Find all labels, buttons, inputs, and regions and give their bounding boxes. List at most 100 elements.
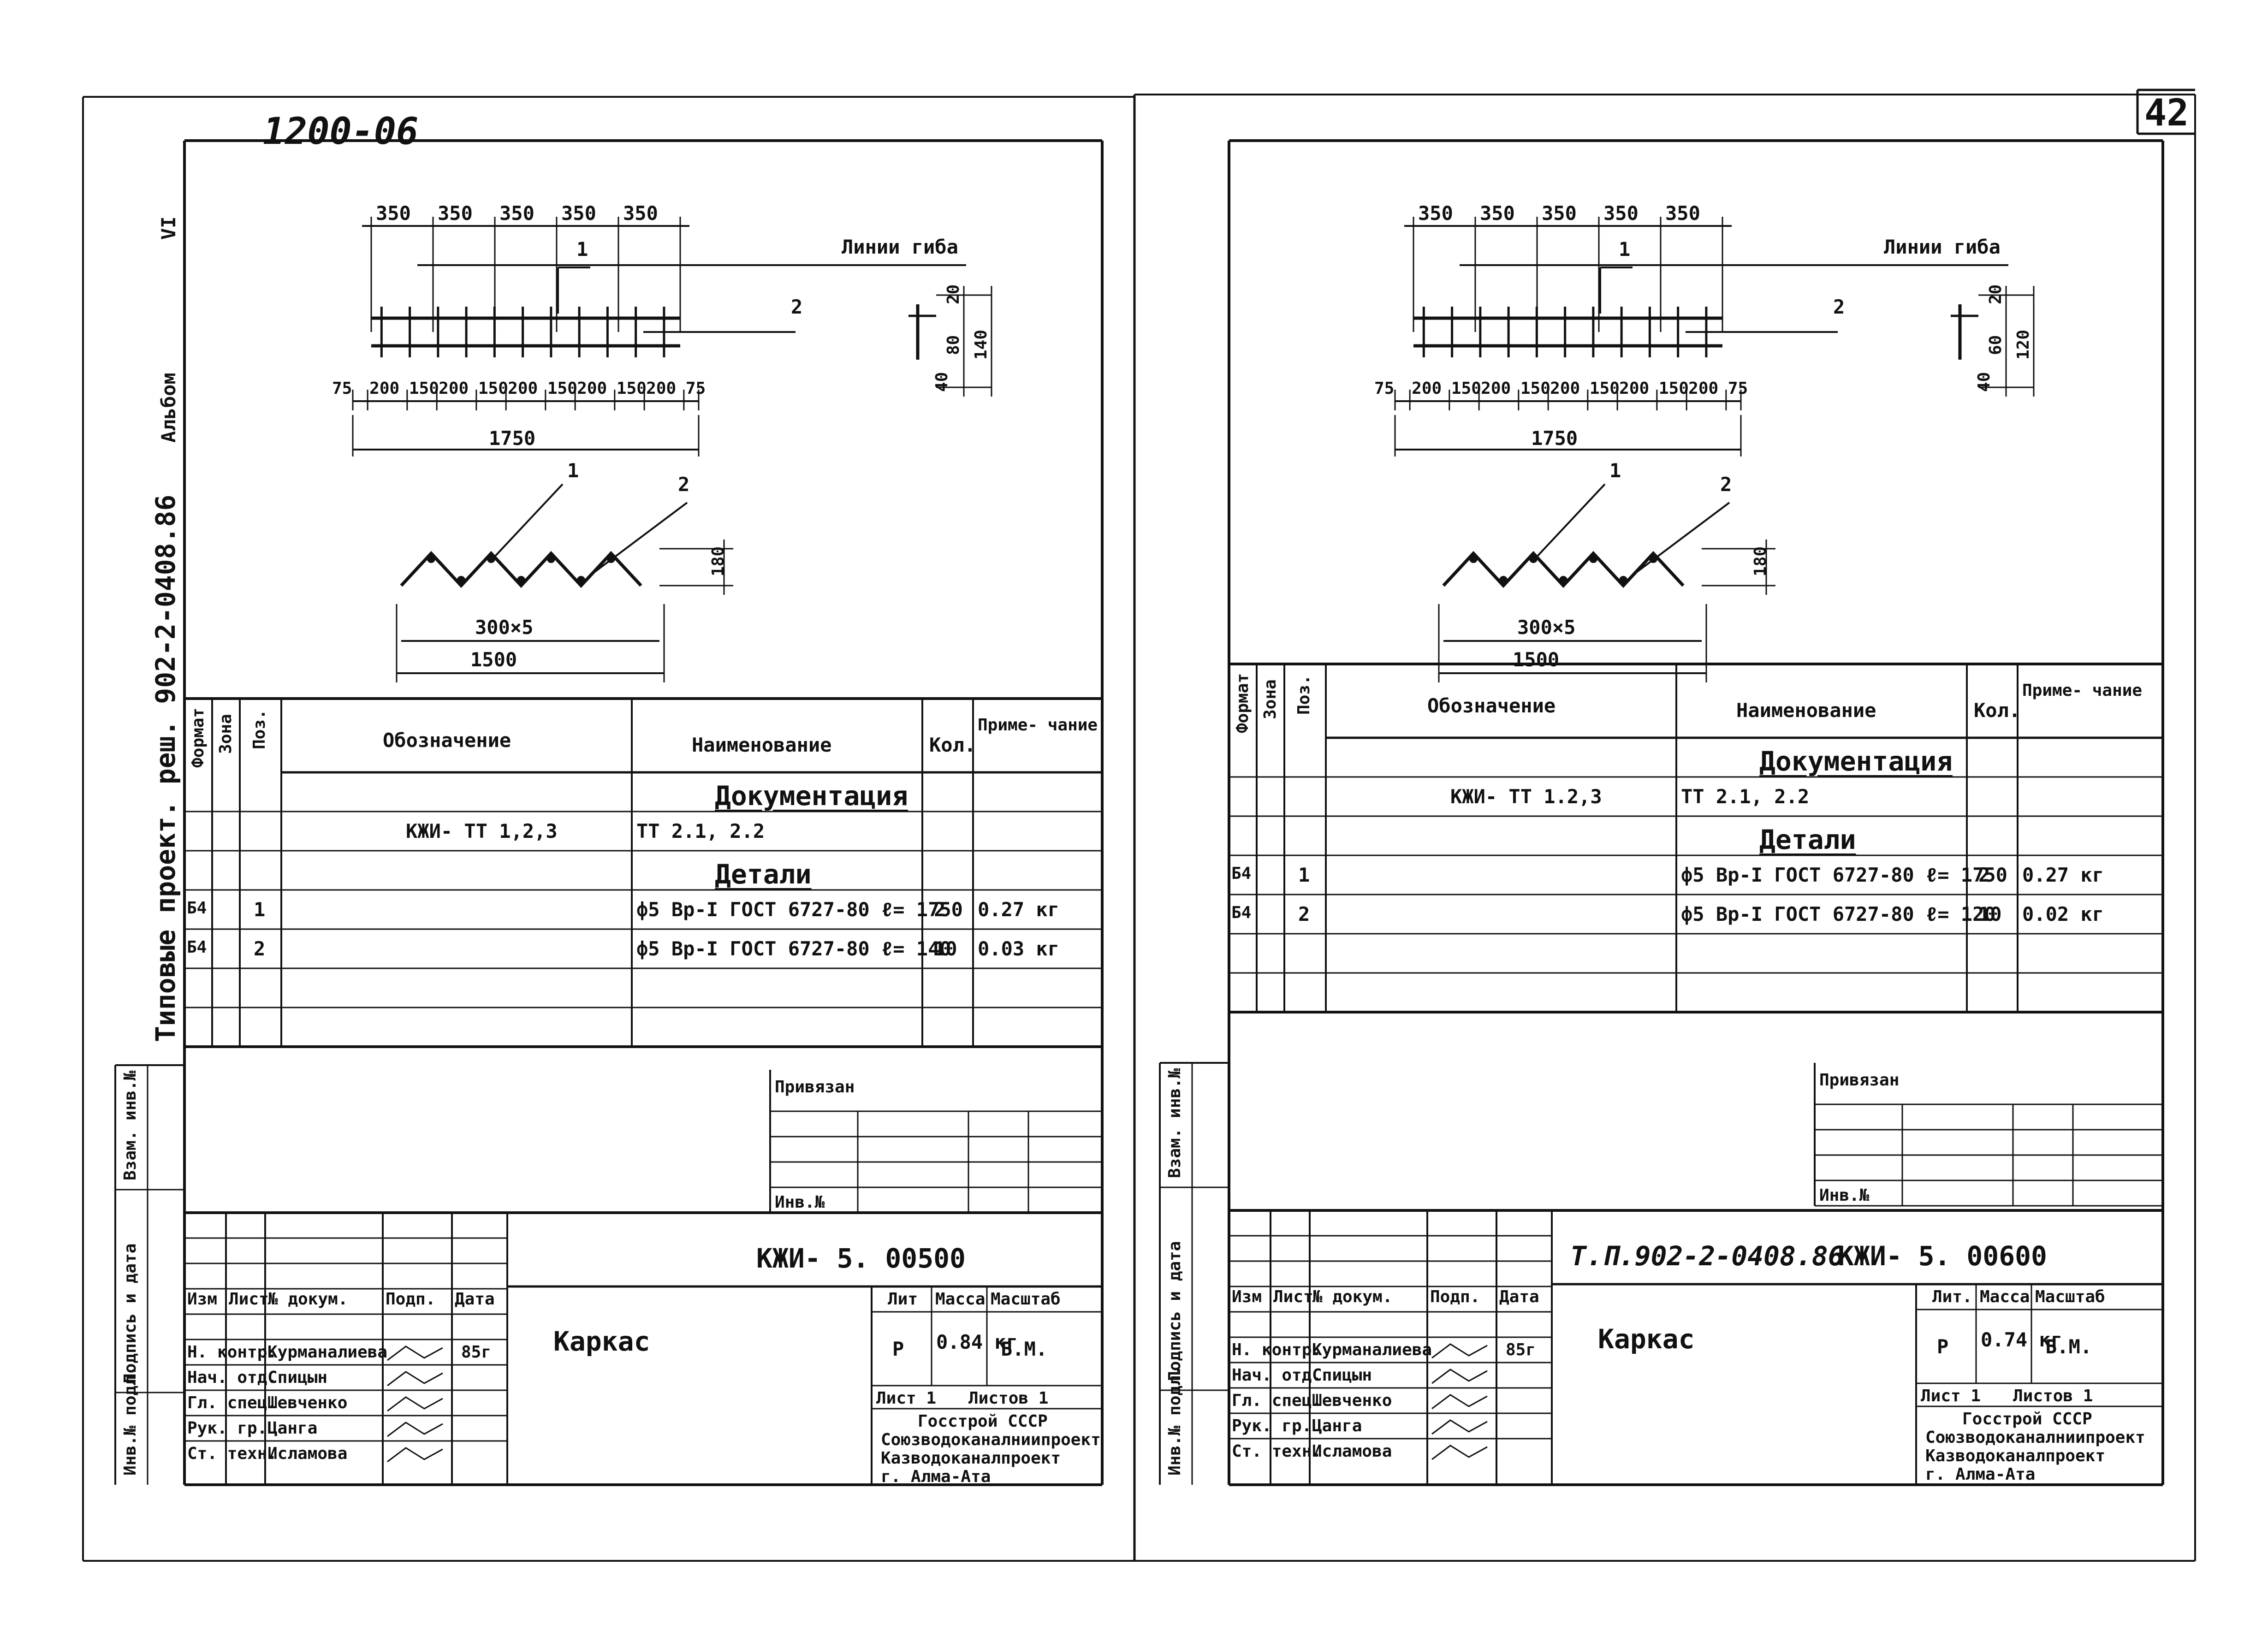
title-header-3: Подп. — [1430, 1287, 1480, 1306]
row-note: 0.03 кг — [978, 937, 1060, 960]
bar-dot — [577, 576, 585, 584]
mass-header: Масса — [1980, 1287, 2030, 1306]
side-series-label: Типовые проект. реш. 902-2-0408.86 — [150, 494, 181, 1042]
header-pos: Поз. — [250, 709, 269, 749]
title-name: Каркас — [1598, 1323, 1695, 1355]
header-format: Формат — [189, 707, 208, 768]
bottom-dim-3: 200 — [1481, 379, 1511, 398]
staff-name-2: Шевченко — [267, 1393, 348, 1412]
top-dim-3: 350 — [561, 202, 596, 225]
signature-scribble — [1431, 1394, 1488, 1410]
signature-scribble — [387, 1371, 443, 1387]
staff-role-0: Н. контр. — [187, 1343, 278, 1362]
bottom-dim-9: 200 — [646, 379, 677, 398]
row-qty: 2 — [1978, 864, 1990, 886]
bottom-dim-10: 75 — [685, 379, 706, 398]
callout-leader — [1636, 502, 1730, 573]
signature-scribble — [1431, 1419, 1488, 1435]
staff-role-3: Рук. гр. — [1232, 1417, 1312, 1435]
profile-callout-1: 1 — [1609, 459, 1621, 482]
side-album-number: VI — [157, 216, 180, 240]
bottom-dim-4: 150 — [478, 379, 508, 398]
title-header-1: Лист — [1273, 1287, 1313, 1306]
org-line-1: Союзводоканалниипроект — [1925, 1428, 2145, 1447]
row-name: ф5 Вр-I ГОСТ 6727-80 ℓ= 1750 — [636, 898, 963, 921]
staff-name-1: Спицын — [1312, 1366, 1372, 1385]
bottom-dim-8: 150 — [1658, 379, 1689, 398]
bar-dot — [1529, 555, 1538, 563]
row-designation: КЖИ- ТТ 1.2,3 — [1450, 785, 1602, 808]
profile-callout-2: 2 — [1720, 473, 1732, 496]
org-line-2: Казводоканалпроект — [881, 1449, 1061, 1468]
bottom-dim-0: 75 — [332, 379, 352, 398]
top-dim-1: 350 — [438, 202, 473, 225]
signature-scribble — [1431, 1369, 1488, 1384]
title-header-0: Изм — [1232, 1287, 1262, 1306]
bottom-dim-7: 200 — [1619, 379, 1650, 398]
row-pos: 1 — [254, 898, 266, 921]
staff-role-2: Гл. спец. — [187, 1393, 278, 1412]
bar-dot — [1589, 555, 1597, 563]
row-format: Б4 — [1231, 903, 1252, 922]
inv-no-label: Инв.№ — [775, 1193, 825, 1212]
title-header-0: Изм — [187, 1290, 218, 1309]
row-qty: 10 — [1978, 903, 2002, 925]
bottom-dim-7: 200 — [577, 379, 607, 398]
row-qty: 2 — [934, 898, 946, 921]
bottom-dim-6: 150 — [1589, 379, 1620, 398]
top-dim-0: 350 — [376, 202, 411, 225]
title-header-4: Дата — [1499, 1287, 1539, 1306]
lit-header: Лит — [888, 1290, 918, 1309]
staff-name-3: Цанга — [267, 1419, 318, 1438]
top-dim-2: 350 — [499, 202, 534, 225]
bar-dot — [547, 555, 555, 563]
staff-role-1: Нач. отд. — [1232, 1366, 1322, 1385]
bar-dot — [1619, 576, 1627, 584]
sheet-label: Лист 1 — [876, 1389, 937, 1408]
row-format: Б4 — [1231, 864, 1252, 883]
bottom-dim-2: 150 — [409, 379, 439, 398]
org-line-0: Госстрой СССР — [1962, 1410, 2092, 1428]
privyazan-label: Привязан — [775, 1078, 855, 1097]
bar-dot — [1469, 555, 1478, 563]
row-note: 0.27 кг — [2022, 864, 2104, 886]
staff-role-1: Нач. отд. — [187, 1368, 278, 1387]
title-header-1: Лист — [229, 1290, 269, 1309]
staff-name-2: Шевченко — [1312, 1391, 1392, 1410]
bend-lines-label: Линии гиба — [1884, 236, 2001, 258]
stamp-label-2: Взам. инв.№ — [121, 1070, 140, 1180]
signature-scribble — [387, 1396, 443, 1412]
sheets-label: Листов 1 — [968, 1389, 1049, 1408]
scale-header: Масштаб — [2035, 1287, 2105, 1306]
bar-dot — [517, 576, 525, 584]
section-label: Детали — [715, 859, 812, 890]
stamp-label-1: Подпись и дата — [1165, 1241, 1184, 1381]
title-header-2: № докум. — [268, 1290, 348, 1309]
staff-name-0: Курманалиева — [267, 1343, 388, 1362]
top-dim-4: 350 — [623, 202, 658, 225]
stamp-label-2: Взам. инв.№ — [1165, 1068, 1184, 1178]
profile-height: 180 — [1751, 546, 1770, 576]
section-label: Детали — [1759, 824, 1856, 855]
profile-width: 1500 — [470, 648, 517, 671]
staff-role-0: Н. контр. — [1232, 1340, 1322, 1359]
title-header-2: № докум. — [1312, 1287, 1393, 1306]
top-dim-2: 350 — [1542, 202, 1577, 225]
privyazan-label: Привязан — [1819, 1071, 1900, 1090]
staff-name-4: Исламова — [267, 1444, 348, 1463]
bottom-dim-1: 200 — [1412, 379, 1442, 398]
header-designation: Обозначение — [1427, 694, 1556, 717]
staff-role-4: Ст. техн. — [187, 1444, 278, 1463]
doc-number: КЖИ- 5. 00500 — [756, 1243, 966, 1274]
bar-dot — [457, 576, 465, 584]
row-pos: 2 — [254, 937, 266, 960]
staff-role-4: Ст. техн. — [1232, 1442, 1322, 1461]
profile-pitch: 300×5 — [475, 616, 534, 639]
section-dim-c: 40 — [1975, 372, 1994, 392]
bottom-dim-5: 200 — [508, 379, 538, 398]
header-format: Формат — [1233, 673, 1252, 733]
stamp-label-0: Инв.№ подл. — [1165, 1365, 1184, 1476]
bottom-dim-9: 200 — [1688, 379, 1719, 398]
staff-date-0: 85г — [461, 1343, 492, 1362]
